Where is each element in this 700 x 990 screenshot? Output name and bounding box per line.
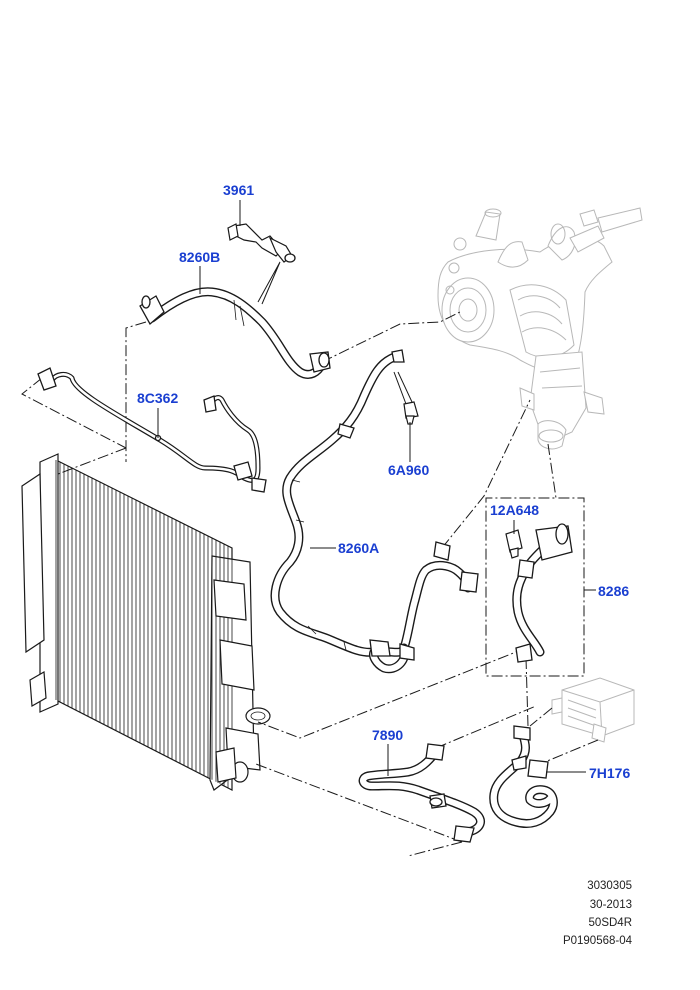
bracket-3961 <box>227 223 296 263</box>
part-label-8c362[interactable]: 8C362 <box>137 390 179 406</box>
reference-model: 50SD4R <box>588 917 632 929</box>
engine-housing-ghost <box>437 207 643 450</box>
hose-8260A <box>270 349 479 674</box>
clip-6A960 <box>403 401 419 425</box>
part-label-8286[interactable]: 8286 <box>598 583 630 599</box>
hose-7H176 <box>489 725 558 829</box>
part-label-7890[interactable]: 7890 <box>372 727 404 743</box>
part-label-12a648[interactable]: 12A648 <box>490 502 540 518</box>
hose-7890 <box>358 743 485 843</box>
hose-8260B <box>139 287 331 379</box>
part-label-7h176[interactable]: 7H176 <box>589 765 631 781</box>
sensor-12A648 <box>505 529 523 559</box>
leader-lines <box>157 200 596 776</box>
connection-lines <box>21 311 599 857</box>
reference-date: 30-2013 <box>589 899 632 911</box>
radiator <box>21 453 271 791</box>
reference-code: 3030305 <box>587 880 632 892</box>
reference-illustration-id: P0190568-04 <box>562 935 632 947</box>
part-label-6a960[interactable]: 6A960 <box>388 462 430 478</box>
hose-8286 <box>512 523 573 663</box>
oil-cooler-ghost <box>551 677 635 743</box>
part-label-8260b[interactable]: 8260B <box>179 249 221 265</box>
part-label-8260a[interactable]: 8260A <box>338 540 380 556</box>
part-label-3961[interactable]: 3961 <box>223 182 255 198</box>
